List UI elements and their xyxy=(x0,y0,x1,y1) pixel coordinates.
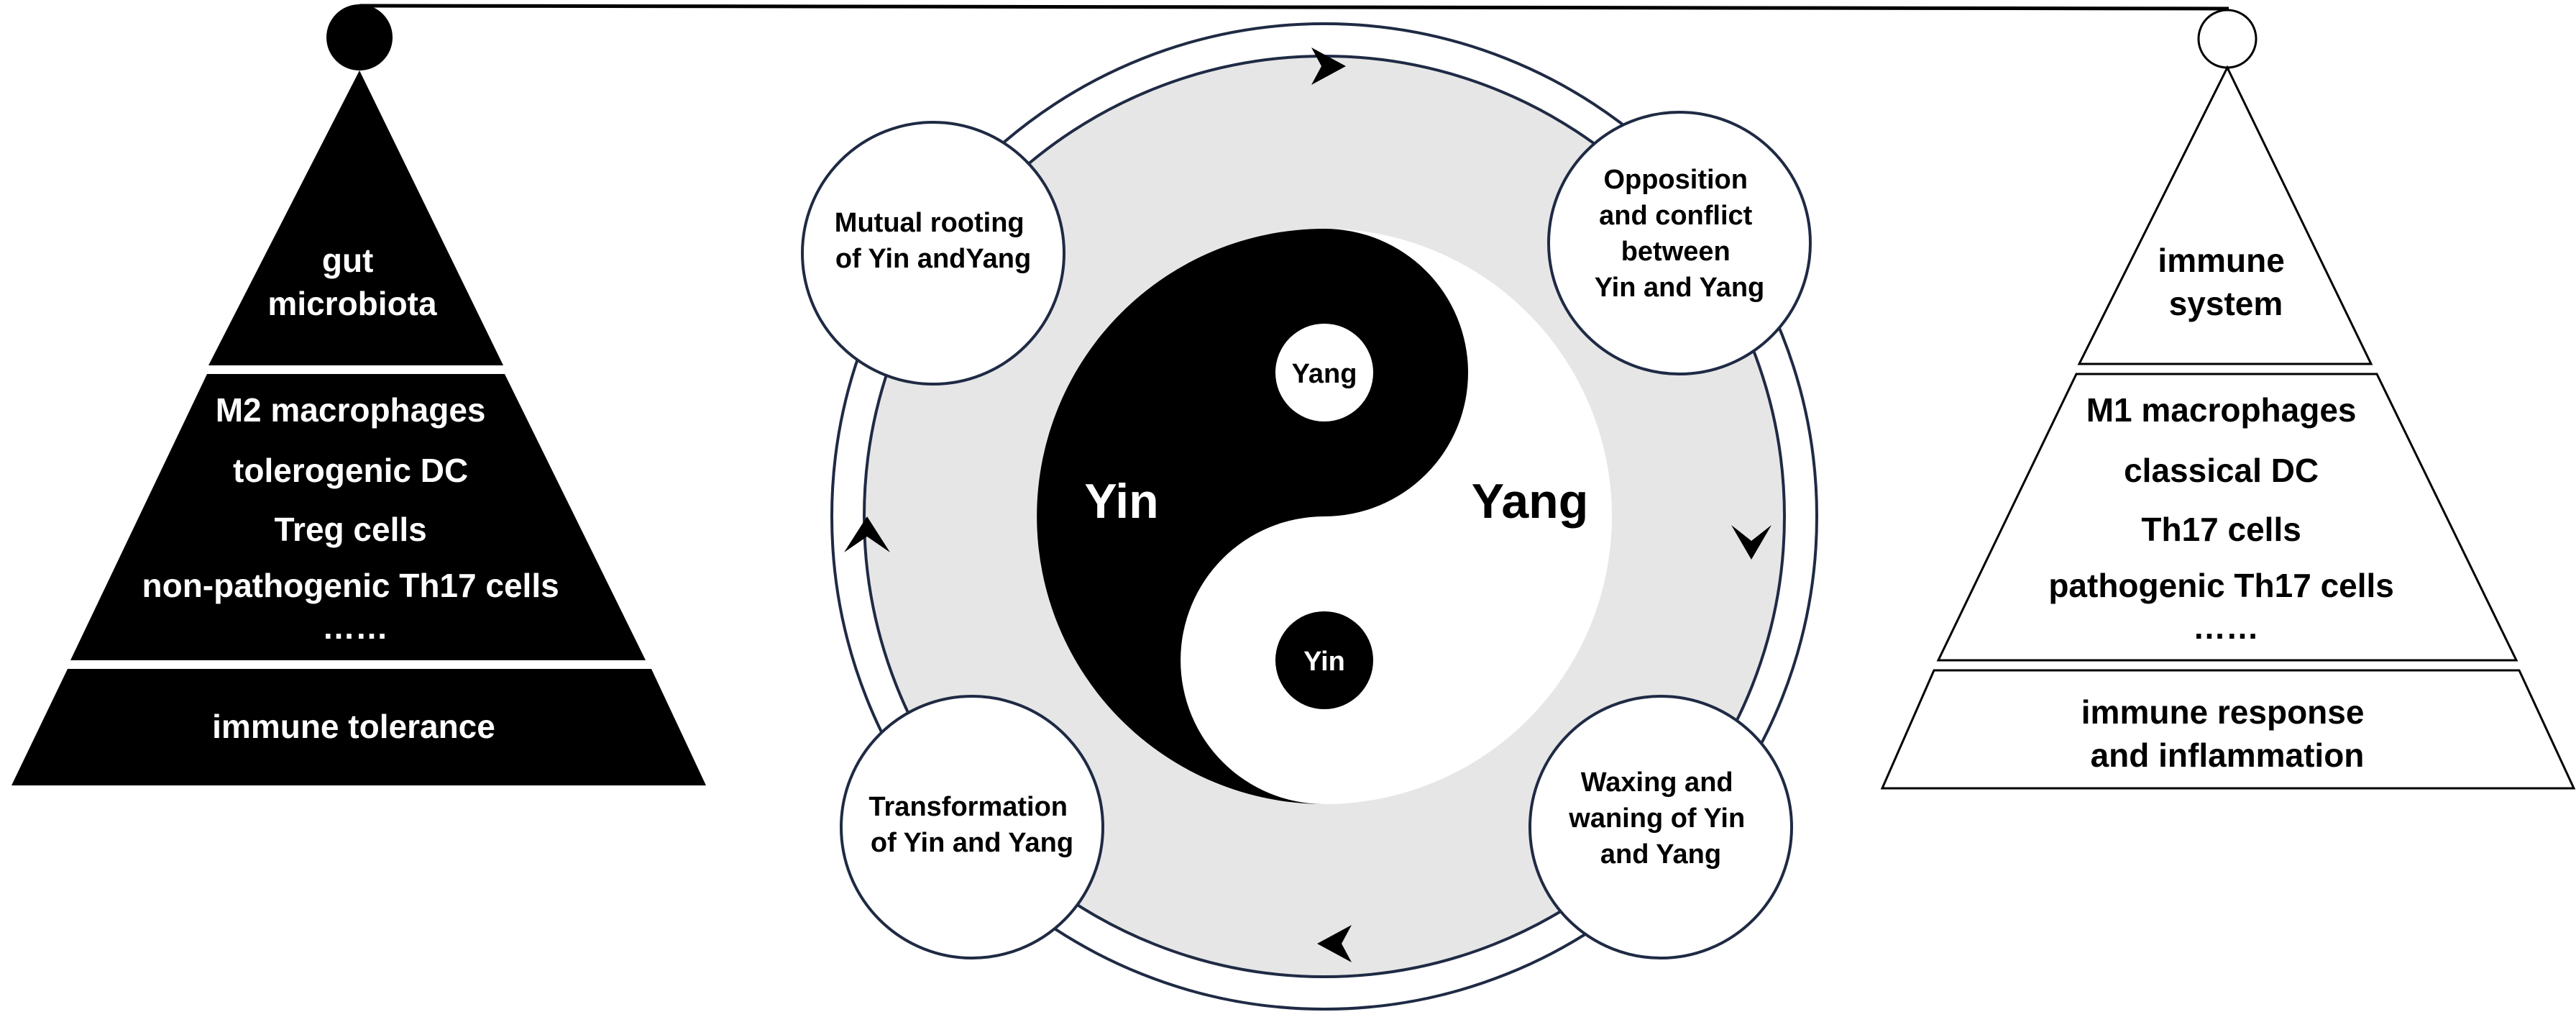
node-opposition-line-2: and conflict xyxy=(1599,201,1753,231)
yin-dot xyxy=(1275,611,1373,709)
right-middle-line-4: pathogenic Th17 cells xyxy=(2048,567,2394,604)
node-opposition-line-3: between xyxy=(1621,237,1731,267)
left-middle-line-4: non-pathogenic Th17 cells xyxy=(142,567,559,604)
svg-text:Opposition and conflict: Opposition and conflict between Yin and … xyxy=(1595,165,1765,303)
yin-dot-label: Yin xyxy=(1303,647,1345,677)
left-middle-line-3: Treg cells xyxy=(274,511,426,548)
yang-dot xyxy=(1275,324,1373,421)
node-waxing-line-3: and Yang xyxy=(1600,839,1721,870)
node-opposition-conflict xyxy=(1547,111,1812,375)
left-pyramid: gut microbiota M2 macrophages tolerogeni… xyxy=(12,70,706,785)
node-waxing-waning xyxy=(1528,695,1793,959)
yang-label: Yang xyxy=(1472,474,1589,529)
yin-label: Yin xyxy=(1084,474,1158,529)
node-mutual-rooting-line-1: Mutual rooting xyxy=(835,208,1025,238)
right-pyramid: immune system M1 macrophages classical D… xyxy=(1880,65,2576,790)
left-top-line-2: microbiota xyxy=(267,285,437,322)
node-mutual-rooting xyxy=(801,121,1065,386)
left-middle-line-2: tolerogenic DC xyxy=(233,452,468,489)
left-middle-line-1: M2 macrophages xyxy=(216,391,486,429)
svg-text:gut microbiota: gut microbiota xyxy=(267,242,437,322)
left-pyramid-top xyxy=(208,70,503,365)
node-mutual-rooting-line-2: of Yin andYang xyxy=(835,244,1031,274)
yang-dot-label: Yang xyxy=(1292,359,1357,389)
right-base-line-2: and inflammation xyxy=(2091,737,2365,774)
svg-text:Mutual rooting of Yin an: Mutual rooting of Yin andYang xyxy=(835,208,1032,274)
svg-text:Waxing and waning of Yin: Waxing and waning of Yin and Yang xyxy=(1568,767,1752,870)
right-top-line-2: system xyxy=(2169,285,2283,322)
right-middle-line-5: …… xyxy=(2193,608,2259,646)
node-opposition-line-4: Yin and Yang xyxy=(1595,273,1765,303)
taiji-symbol: Yin Yang Yang Yin xyxy=(1037,229,1612,804)
right-pyramid-top xyxy=(2077,65,2373,365)
chevron-up-icon xyxy=(844,516,890,552)
right-pivot-ball xyxy=(2197,9,2258,69)
node-transformation-line-1: Transformation xyxy=(868,792,1068,822)
chevron-down-icon xyxy=(1731,525,1771,560)
left-pyramid-middle xyxy=(70,374,646,660)
right-middle-line-1: M1 macrophages xyxy=(2086,391,2357,429)
left-pyramid-base xyxy=(12,669,706,785)
left-top-line-1: gut xyxy=(322,242,374,279)
node-waxing-line-2: waning of Yin xyxy=(1568,803,1745,834)
balance-beam xyxy=(359,4,2229,11)
node-waxing-line-1: Waxing and xyxy=(1581,767,1733,798)
node-transformation-line-2: of Yin and Yang xyxy=(871,828,1073,858)
cycle-diagram: Yin Yang Yang Yin Mutual rooting of Yin … xyxy=(801,22,1818,1011)
node-opposition-line-1: Opposition xyxy=(1603,165,1748,195)
svg-text:M1 macrophages classical: M1 macrophages classical DC Th17 cells p… xyxy=(2048,391,2403,646)
right-pyramid-middle xyxy=(1936,373,2518,662)
right-middle-line-2: classical DC xyxy=(2124,452,2319,489)
svg-text:M2 macrophages tolerogen: M2 macrophages tolerogenic DC Treg cells… xyxy=(142,391,569,646)
right-base-line-1: immune response xyxy=(2081,693,2365,731)
chevron-right-icon xyxy=(1311,47,1346,85)
left-base-label: immune tolerance xyxy=(212,708,495,745)
svg-text:immune system: immune system xyxy=(2158,242,2293,322)
chevron-left-icon xyxy=(1317,925,1352,962)
left-middle-line-5: …… xyxy=(322,608,388,646)
right-top-line-1: immune xyxy=(2158,242,2284,279)
svg-text:Transformation of Yin an: Transformation of Yin and Yang xyxy=(868,792,1075,858)
svg-text:immune response and infl: immune response and inflammation xyxy=(2081,693,2373,774)
right-pyramid-base xyxy=(1880,669,2576,790)
node-transformation xyxy=(840,695,1104,959)
left-pivot-ball xyxy=(326,4,393,70)
right-middle-line-3: Th17 cells xyxy=(2141,511,2301,548)
